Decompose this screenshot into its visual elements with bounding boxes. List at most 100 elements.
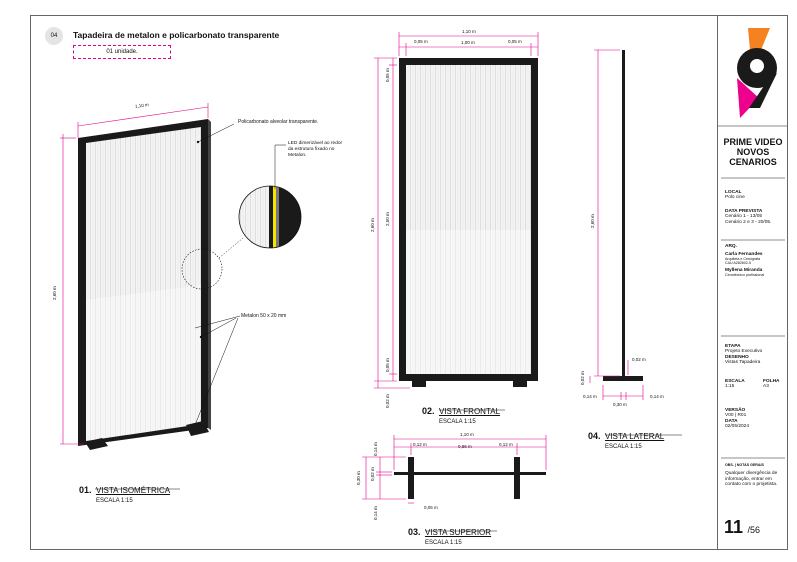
view-number: 02. [422,406,435,416]
view-name: VISTA FRONTAL [438,407,501,416]
dim-lateral-gap: 0,02 m [632,357,646,362]
versao-label: VERSÃO [725,408,746,413]
desenho-label: DESENHO [725,354,749,360]
arq-cau: CAU A282602-5 [725,261,751,266]
folha-value: A3 [763,384,769,389]
brand-line-3: CENARIOS [729,157,777,167]
escala-value: 1:15 [725,384,735,389]
arq-name-1: Carla Fernandes [725,252,763,257]
dim-front-side-left: 0,05 m [414,39,428,44]
dim-front-panel: 2,50 m [385,212,390,226]
brand-line-2: NOVOS [736,147,770,157]
note-policarbonato: Policarbonato alveolar transparente. [238,119,319,125]
dim-top-depth-bottom: 0,14 m [373,506,378,520]
dim-front-side-right: 0,05 m [508,39,522,44]
dim-lateral-foot: 0,02 m [580,371,585,385]
dim-top-depth: 0,30 m [356,471,361,485]
obs-section: OBS. | NOTAS GERAIS Qualquer divergência… [725,463,784,488]
iso-foot-left [85,438,108,450]
dim-top-center: 0,86 m [458,444,472,449]
view-title-frontal: 02. VISTA FRONTAL ESCALA 1:15 [422,401,500,425]
note-metalon: Metalon 50 x 20 mm [241,313,287,319]
dim-lateral-base: 0,30 m [613,402,627,407]
dim-top-total: 1,10 m [460,432,474,437]
versao-value: V00 | R01 [725,413,747,418]
led-detail-magnifier [239,186,301,248]
dim-front-bottom: 0,05 m [385,358,390,372]
folha-label: FOLHA [763,379,780,384]
front-foot-right [513,381,527,387]
view-name: VISTA LATERAL [604,432,665,441]
data-value: 02/05/2024 [725,423,750,429]
prime-video-logo [737,28,777,118]
obs-line-1: Qualquer divergência de [725,471,778,477]
note-led-line-3: Metalon. [288,153,307,158]
dim-front-foot: 0,02 m [385,394,390,408]
top-panel-line [394,472,546,475]
view-name: VISTA ISOMÉTRICA [95,486,171,495]
etapa-section: ETAPA Projeto Executivo DESENHO Vistas T… [725,344,784,365]
front-foot-left [412,381,426,387]
page-current: 11 [724,517,744,537]
view-title-superior: 03. VISTA SUPERIOR ESCALA 1:15 [408,522,491,546]
dim-lateral-height: 2,60 m [590,214,595,228]
isometric-view [60,103,302,450]
versao-section: VERSÃO V00 | R01 DATA 02/05/2024 [725,408,784,429]
view-title-lateral: 04. VISTA LATERAL ESCALA 1:15 [588,426,664,450]
dim-lateral-right: 0,14 m [650,394,664,399]
local-label: LOCAL [725,190,742,195]
front-panel [406,65,531,374]
brand-line-1: PRIME VIDEO [723,137,783,147]
view-scale: ESCALA 1:15 [605,444,642,450]
arq-name-2: Myllena Miranda [725,268,763,274]
escala-label: ESCALA [725,379,745,384]
dim-top-bottom: 0,05 m [424,505,438,510]
folha-section: FOLHA A3 [763,379,780,390]
view-scale: ESCALA 1:15 [425,540,462,546]
dim-iso-height: 2,60 m [52,286,57,300]
page-total: /56 [747,525,760,535]
dim-top-depth-top: 0,14 m [373,442,378,456]
data-prevista-value-1: Cenário 1 - 13/05 [725,214,763,219]
note-led-line-1: LED dimerizável ao redor [288,141,343,146]
sheet-border [30,15,788,550]
title-block: PRIME VIDEO NOVOS CENARIOS LOCAL Polo ci… [717,15,788,550]
top-foot-right [514,457,520,499]
obs-line-3: contato com o projetista. [725,482,778,488]
dim-top-mid: 0,02 m [370,467,375,481]
arq-role-2: Cenotécnico profissional [725,273,765,278]
note-led-line-2: da estrutura fixado no [288,147,335,152]
view-number: 03. [408,527,421,537]
arq-role-1: Arquiteta e Cenógrafa [725,257,761,261]
iso-foot-right [186,421,209,436]
lateral-base [603,376,643,381]
front-view [374,32,539,389]
view-scale: ESCALA 1:15 [96,498,133,504]
dim-front-total: 1,10 m [462,29,476,34]
dim-top-side-right: 0,12 m [499,442,513,447]
view-scale: ESCALA 1:15 [439,419,476,425]
dim-front-height: 2,60 m [370,218,375,232]
drawing-number-badge: 04 [45,27,63,45]
iso-panel [86,127,201,441]
local-section: LOCAL Polo cine [725,190,784,201]
view-name: VISTA SUPERIOR [424,528,492,537]
dim-lateral-left: 0,14 m [583,394,597,399]
note-led: LED dimerizável ao redor da estrutura fi… [288,141,342,159]
lateral-post [622,50,625,376]
view-number: 01. [79,485,92,495]
desenho-value: Vistas Tapadeira [725,359,761,365]
arq-label: ARQ. [725,244,737,249]
obs-line-2: informação, entrar em [725,476,772,482]
data-prevista-label: DATA PREVISTA [725,209,763,214]
lateral-view [589,49,644,400]
etapa-value: Projeto Executivo [725,349,763,354]
data-label: DATA [725,418,738,424]
data-prevista-section: DATA PREVISTA Cenário 1 - 13/05 Cenário … [725,209,784,225]
arq-section: ARQ. Carla Fernandes Arquiteta e Cenógra… [725,244,784,278]
dim-top-side-left: 0,12 m [413,442,427,447]
sheet-title: Tapadeira de metalon e policarbonato tra… [73,30,280,40]
escala-section: ESCALA 1:15 [725,379,745,390]
units-box: 01 unidade. [73,45,171,59]
